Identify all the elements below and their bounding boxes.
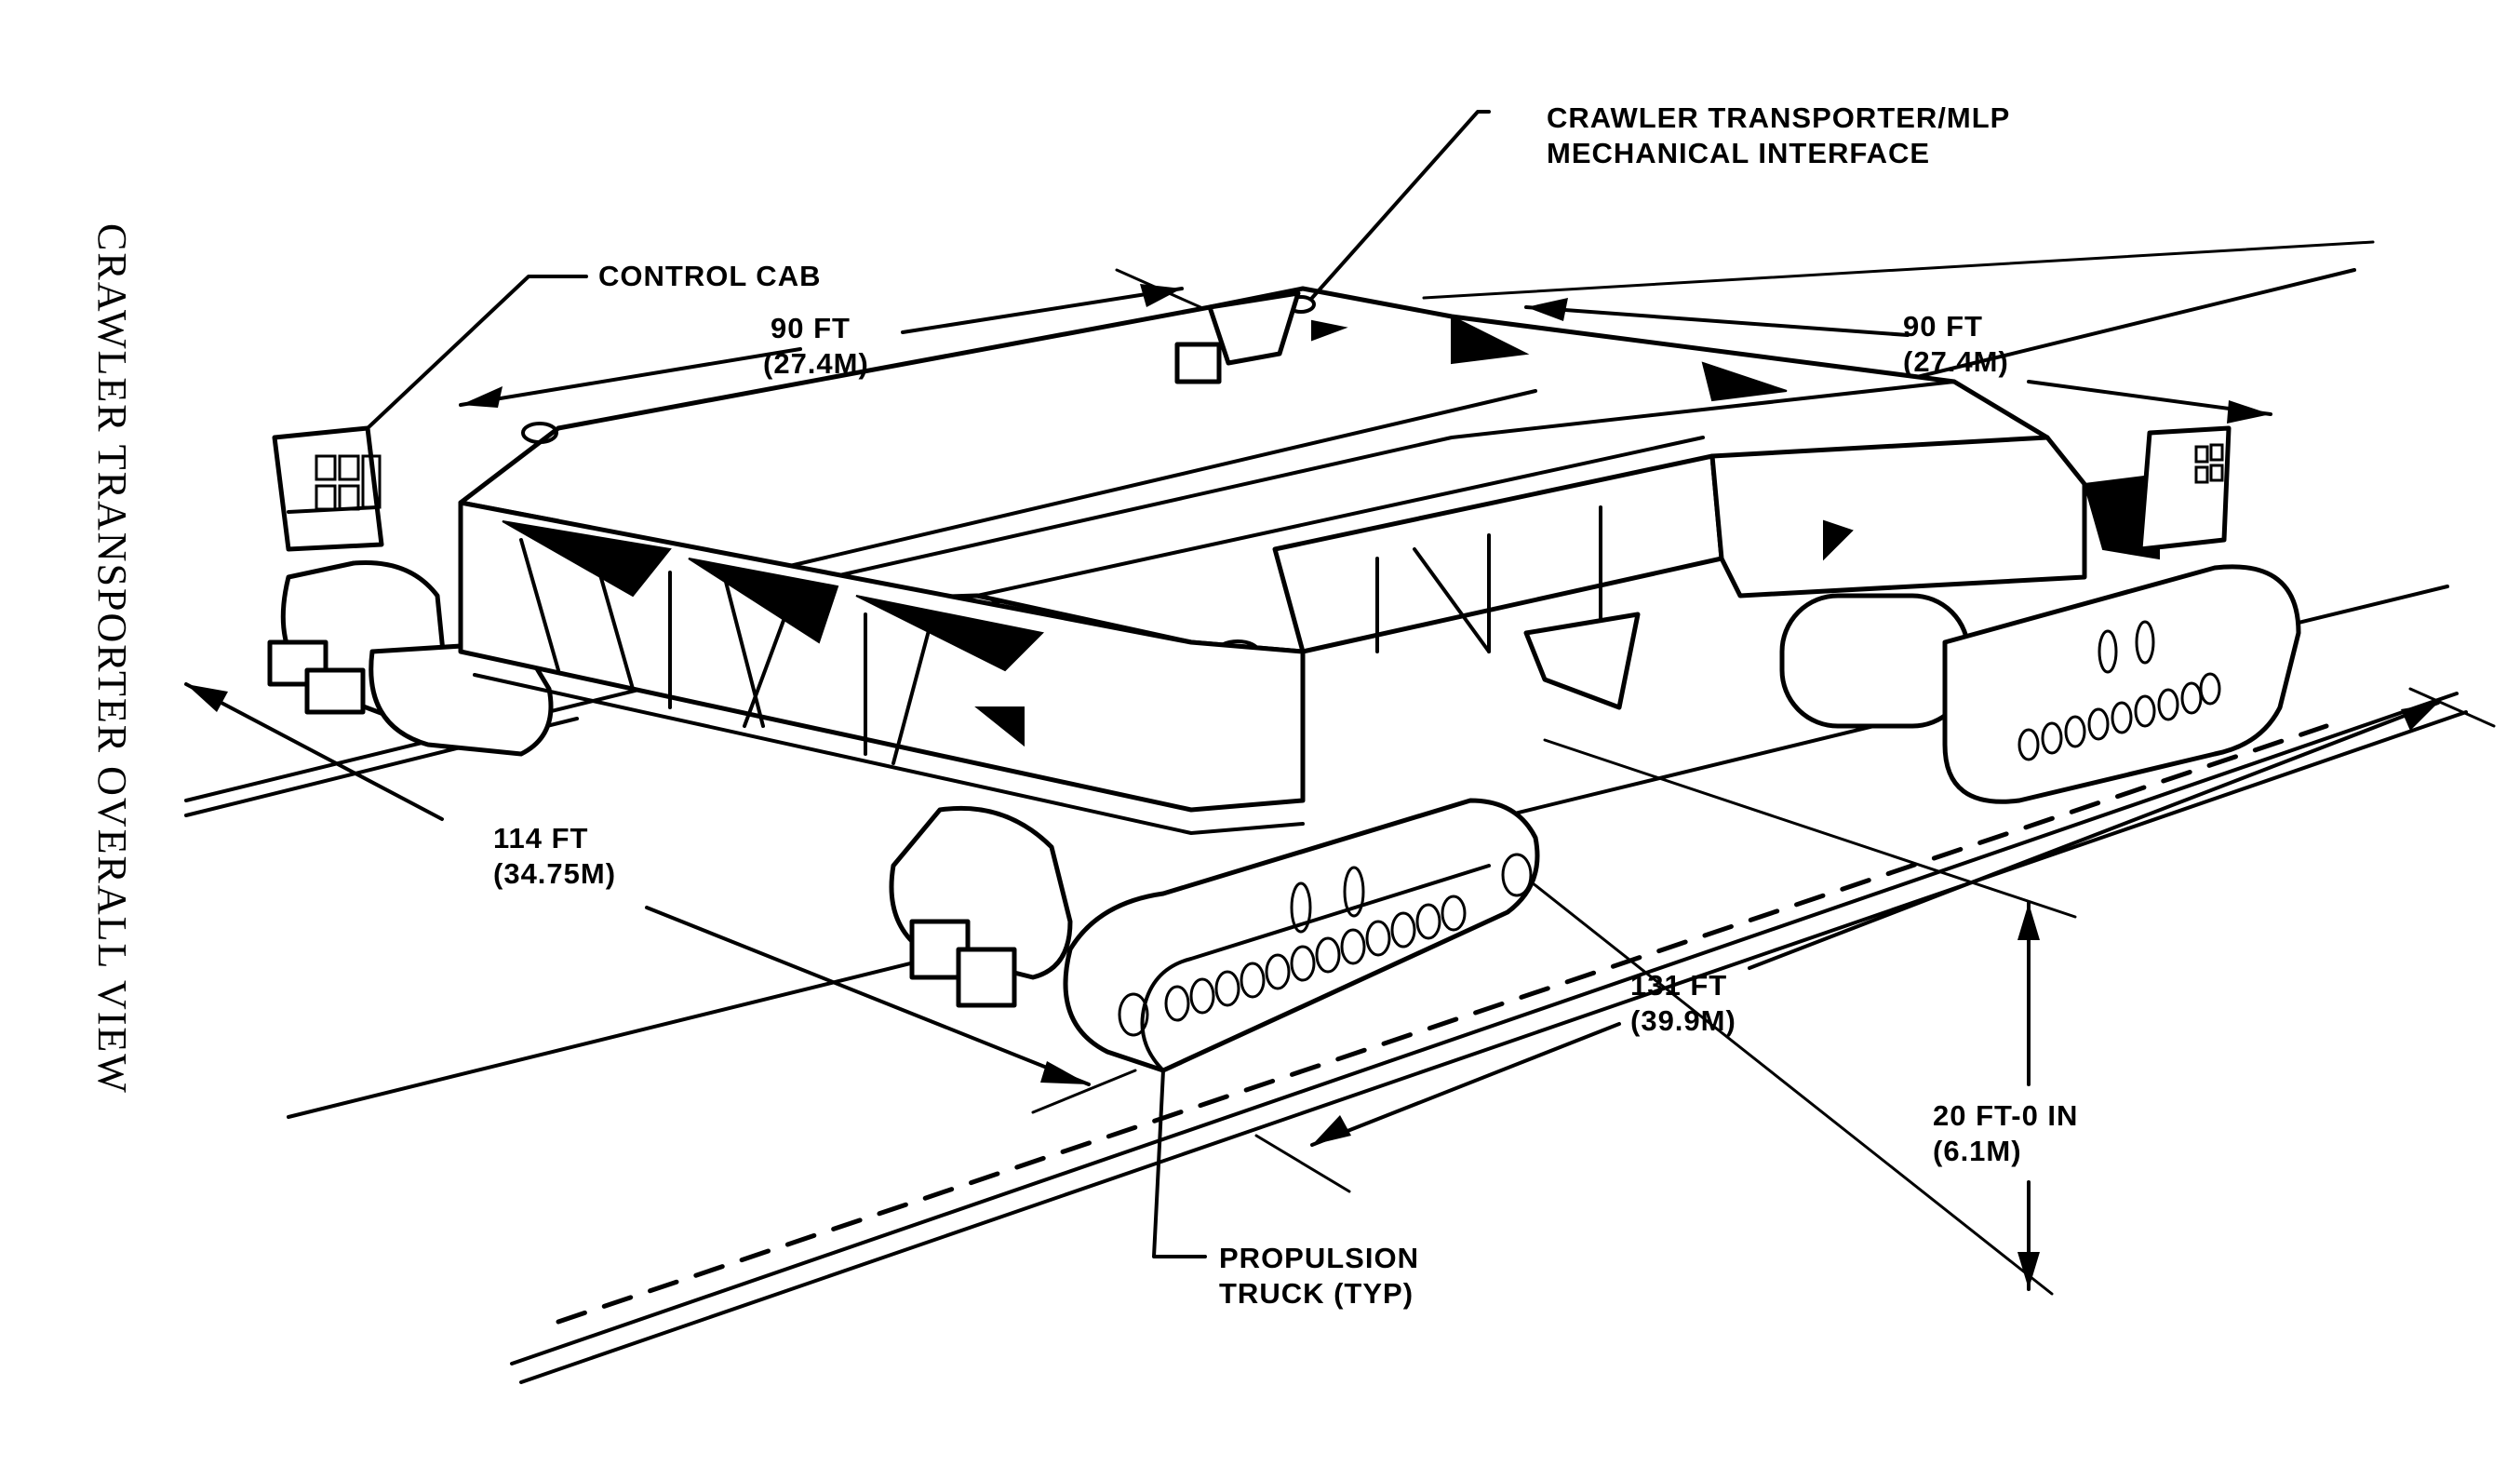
dim-label-length: 131 FT (39.9M) [1630, 968, 1736, 1039]
track-frame [1063, 798, 1540, 1073]
dim-label-height: 20 FT-0 IN (6.1M) [1933, 1098, 2078, 1169]
arrow-head [186, 684, 228, 712]
roadway-line-front [510, 692, 2459, 1366]
arrow-head [1526, 298, 1568, 321]
roadway-centerline [556, 723, 2329, 1325]
arrow-head [1312, 1115, 1351, 1145]
dim-height [1450, 738, 2077, 1296]
callout-control-cab-line1: CONTROL CAB [598, 260, 822, 292]
cab-window [2209, 443, 2224, 462]
dim-width-left [459, 268, 1202, 408]
cab-window [2194, 445, 2209, 464]
callout-propulsion-truck: PROPULSION TRUCK (TYP) [1219, 1241, 1419, 1312]
roadway-line-front-inner [519, 710, 2468, 1384]
jacking-point [521, 422, 558, 444]
road-wheels [2017, 620, 2221, 761]
dim-width-left-metric: (27.4M) [763, 347, 869, 380]
arrow-head [2227, 400, 2271, 424]
arrow-head [461, 386, 503, 408]
cab-body [272, 425, 384, 552]
callout-control-cab: CONTROL CAB [598, 259, 821, 294]
chassis-side-girder [458, 500, 1306, 835]
figure-title: CRAWLER TRANSPORTER OVERALL VIEW [89, 223, 135, 1095]
arrow-head [2017, 903, 2040, 940]
dim-width-right-imperial: 90 FT [1903, 310, 1983, 343]
callout-propulsion-truck-line2: TRUCK (TYP) [1219, 1277, 1414, 1310]
dim-width-right-metric: (27.4M) [1903, 345, 2009, 378]
dim-length [1254, 687, 2496, 1193]
dim-width-right [1422, 240, 2375, 424]
cab-window [2194, 465, 2209, 484]
crawlerway [184, 268, 2468, 1384]
leader-lines [366, 110, 1491, 1258]
arrow-head [1040, 1061, 1089, 1084]
dim-label-width-right: 90 FT (27.4M) [1903, 309, 2009, 380]
control-cab-right [2138, 425, 2232, 552]
dim-track-span [184, 682, 1137, 1114]
propulsion-truck-rear-left [267, 559, 554, 757]
dim-length-imperial: 131 FT [1630, 969, 1728, 1002]
mlp-interface-post [1174, 290, 1788, 402]
propulsion-truck-front [889, 798, 1540, 1073]
leader-control-cab [366, 275, 588, 430]
callout-mlp-interface-line2: MECHANICAL INTERFACE [1547, 137, 1931, 169]
dim-length-metric: (39.9M) [1630, 1004, 1736, 1037]
callout-mlp-interface-line1: CRAWLER TRANSPORTER/MLP [1547, 101, 2011, 134]
dim-track-span-metric: (34.75M) [493, 857, 617, 890]
dim-height-imperial: 20 FT-0 IN [1933, 1099, 2079, 1132]
dim-track-span-imperial: 114 FT [493, 822, 589, 854]
leader-mlp-interface [1310, 110, 1491, 300]
propulsion-truck-rear-right [1779, 564, 2301, 804]
control-cab-left [272, 425, 384, 552]
arrow-head [2017, 1252, 2040, 1289]
dim-label-width-left: 90 FT (27.4M) [763, 311, 869, 382]
callout-propulsion-truck-line1: PROPULSION [1219, 1242, 1419, 1274]
cab-window [338, 454, 360, 481]
dim-height-metric: (6.1M) [1933, 1135, 2022, 1167]
dim-label-track-span: 114 FT (34.75M) [493, 821, 616, 892]
road-wheels [1118, 853, 1533, 1037]
arrow-head [2401, 703, 2438, 731]
chassis-right-end [1709, 435, 2160, 599]
cab-window [2209, 464, 2224, 482]
arrow-head [1140, 284, 1182, 307]
dim-width-left-imperial: 90 FT [771, 312, 851, 344]
leader-propulsion-truck [1152, 1069, 1207, 1258]
cab-window [315, 454, 337, 481]
track-frame [1942, 564, 2301, 804]
callout-mlp-interface: CRAWLER TRANSPORTER/MLP MECHANICAL INTER… [1547, 101, 2010, 171]
